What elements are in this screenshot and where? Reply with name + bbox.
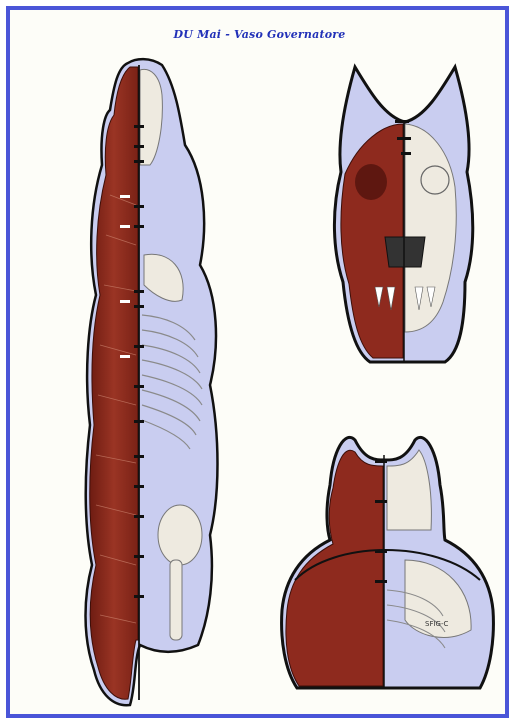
neck-tag-label: SFIG-C <box>425 620 448 628</box>
poster-title: DU Mai - Vaso Governatore <box>0 28 519 41</box>
body-dorsal-illustration <box>70 55 235 715</box>
neck-dorsal-illustration: SFIG-C <box>275 430 500 695</box>
head-frontal-illustration <box>325 62 485 367</box>
